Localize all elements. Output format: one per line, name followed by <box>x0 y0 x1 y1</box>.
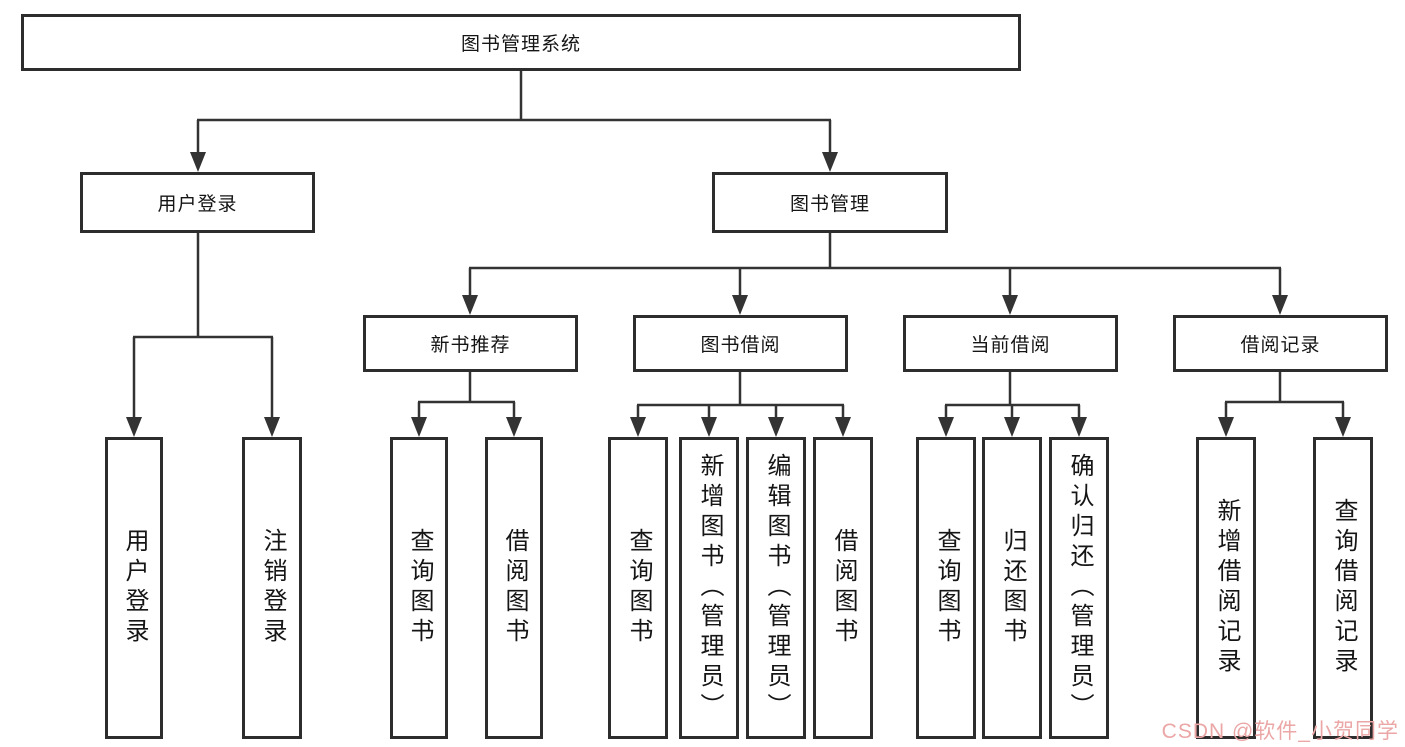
leaf-add-borrow-record: 新增借阅记录 <box>1196 437 1256 739</box>
node-current-borrow: 当前借阅 <box>903 315 1118 372</box>
leaf-user-login: 用户登录 <box>105 437 163 739</box>
arrow-icon <box>264 417 280 437</box>
node-borrow-record: 借阅记录 <box>1173 315 1388 372</box>
arrow-icon <box>1218 417 1234 437</box>
leaf-add-book-admin: 新增图书（管理员） <box>679 437 739 739</box>
node-new-book-recommend: 新书推荐 <box>363 315 578 372</box>
arrow-icon <box>1002 295 1018 315</box>
leaf-label: 查询图书 <box>625 528 652 648</box>
arrow-icon <box>411 417 427 437</box>
leaf-label: 新增图书（管理员） <box>696 453 723 723</box>
arrow-icon <box>701 417 717 437</box>
leaf-label: 借阅图书 <box>501 528 528 648</box>
node-root: 图书管理系统 <box>21 14 1021 71</box>
leaf-edit-book-admin: 编辑图书（管理员） <box>746 437 806 739</box>
leaf-query-book-1: 查询图书 <box>390 437 448 739</box>
leaf-query-borrow-record: 查询借阅记录 <box>1313 437 1373 739</box>
leaf-confirm-return-admin: 确认归还（管理员） <box>1049 437 1109 739</box>
leaf-label: 借阅图书 <box>830 528 857 648</box>
leaf-logout: 注销登录 <box>242 437 302 739</box>
node-user-login: 用户登录 <box>80 172 315 233</box>
leaf-label: 查询图书 <box>933 528 960 648</box>
node-book-management: 图书管理 <box>712 172 948 233</box>
leaf-label: 查询图书 <box>406 528 433 648</box>
arrow-icon <box>732 295 748 315</box>
arrow-icon <box>938 417 954 437</box>
leaf-label: 注销登录 <box>259 528 286 648</box>
arrow-icon <box>835 417 851 437</box>
leaf-label: 查询借阅记录 <box>1330 498 1357 678</box>
arrow-icon <box>768 417 784 437</box>
leaf-label: 确认归还（管理员） <box>1066 453 1093 723</box>
arrow-icon <box>462 295 478 315</box>
leaf-label: 新增借阅记录 <box>1213 498 1240 678</box>
leaf-borrow-book-2: 借阅图书 <box>813 437 873 739</box>
arrow-icon <box>126 417 142 437</box>
arrow-icon <box>506 417 522 437</box>
arrow-icon <box>190 152 206 172</box>
arrow-icon <box>1335 417 1351 437</box>
arrow-icon <box>630 417 646 437</box>
leaf-label: 用户登录 <box>121 528 148 648</box>
leaf-return-book: 归还图书 <box>982 437 1042 739</box>
node-book-borrow: 图书借阅 <box>633 315 848 372</box>
arrowheads <box>126 152 1351 437</box>
arrow-icon <box>1071 417 1087 437</box>
arrow-icon <box>1004 417 1020 437</box>
arrow-icon <box>822 152 838 172</box>
leaf-borrow-book-1: 借阅图书 <box>485 437 543 739</box>
arrow-icon <box>1272 295 1288 315</box>
leaf-label: 归还图书 <box>999 528 1026 648</box>
leaf-query-book-2: 查询图书 <box>608 437 668 739</box>
leaf-query-book-3: 查询图书 <box>916 437 976 739</box>
leaf-label: 编辑图书（管理员） <box>763 453 790 723</box>
